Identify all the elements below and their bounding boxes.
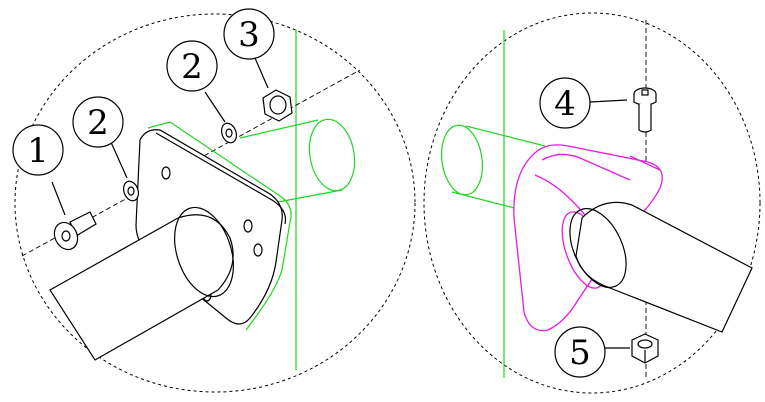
nut-3-icon: [262, 89, 293, 122]
nut-5-icon: [631, 333, 659, 364]
leader-3: [254, 57, 269, 89]
callout-1-label: 1: [27, 131, 49, 171]
green-tube-left: [239, 118, 356, 206]
washer-2a-icon: [122, 180, 140, 202]
left-detail-view: 1 2 2 3: [12, 8, 416, 393]
callout-4: 4: [539, 77, 591, 129]
leader-2b: [204, 91, 226, 123]
washer-2b-icon: [220, 122, 238, 144]
callout-2a: 2: [72, 96, 124, 148]
leader-2a: [109, 139, 128, 179]
right-detail-view: 4 5: [423, 12, 761, 394]
callout-4-label: 4: [554, 84, 576, 124]
black-tube-left: [49, 206, 234, 361]
callout-5: 5: [554, 326, 606, 378]
callout-2a-label: 2: [87, 103, 109, 143]
right-detail-circle: [423, 12, 761, 394]
bolt-1-icon: [53, 211, 97, 251]
bolt-4-icon: [633, 87, 657, 133]
callout-5-label: 5: [569, 333, 591, 373]
leader-1: [51, 181, 66, 216]
callout-1: 1: [12, 124, 64, 176]
leader-4: [589, 99, 628, 103]
callout-3: 3: [223, 8, 275, 60]
callout-2b: 2: [166, 40, 218, 92]
black-tube-right: [569, 201, 753, 333]
callout-3-label: 3: [238, 15, 260, 55]
callout-2b-label: 2: [181, 47, 203, 87]
left-detail-circle: [14, 13, 416, 393]
